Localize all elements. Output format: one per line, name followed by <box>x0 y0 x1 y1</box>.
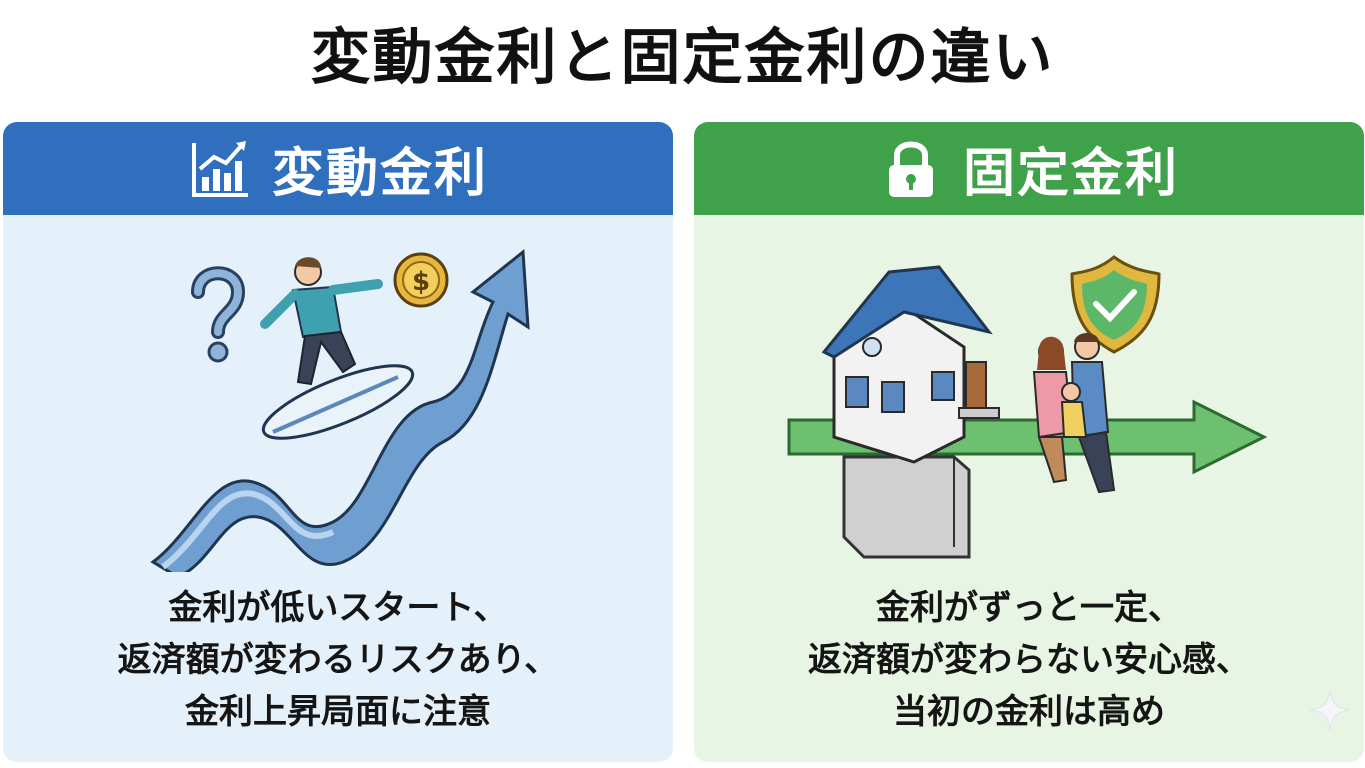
family-figure <box>1032 333 1116 494</box>
sparkle-icon <box>1308 688 1352 732</box>
description-line: 返済額が変わるリスクあり、 <box>117 640 559 680</box>
page-title: 変動金利と固定金利の違い <box>310 23 1055 93</box>
fixed-rate-description: 金利がずっと一定、 返済額が変わらない安心感、 当初の金利は高め <box>694 582 1364 738</box>
question-mark-icon <box>191 266 246 363</box>
shield-check-icon <box>1070 255 1161 354</box>
fixed-rate-heading: 固定金利 <box>962 144 1179 204</box>
house-figure <box>821 265 1000 464</box>
fixed-rate-panel: 固定金利 <box>694 122 1364 762</box>
variable-rate-heading: 変動金利 <box>271 144 488 204</box>
description-line: 返済額が変わらない安心感、 <box>808 640 1250 680</box>
fixed-rate-header: 固定金利 <box>694 122 1364 215</box>
rising-chart-icon <box>188 137 252 201</box>
description-line: 当初の金利は高め <box>893 692 1165 732</box>
variable-rate-description: 金利が低いスタート、 返済額が変わるリスクあり、 金利上昇局面に注意 <box>3 582 673 738</box>
description-line: 金利がずっと一定、 <box>876 588 1182 628</box>
surfer-figure <box>260 257 383 386</box>
padlock-icon <box>879 137 943 201</box>
variable-rate-header: 変動金利 <box>3 122 673 215</box>
dollar-coin-icon: $ <box>393 252 449 308</box>
variable-rate-panel: 変動金利 $ <box>3 122 673 762</box>
house-family-illustration <box>694 232 1364 572</box>
surfer-illustration: $ <box>3 232 673 572</box>
description-line: 金利上昇局面に注意 <box>185 692 491 732</box>
svg-text:$: $ <box>412 267 430 297</box>
description-line: 金利が低いスタート、 <box>168 588 508 628</box>
